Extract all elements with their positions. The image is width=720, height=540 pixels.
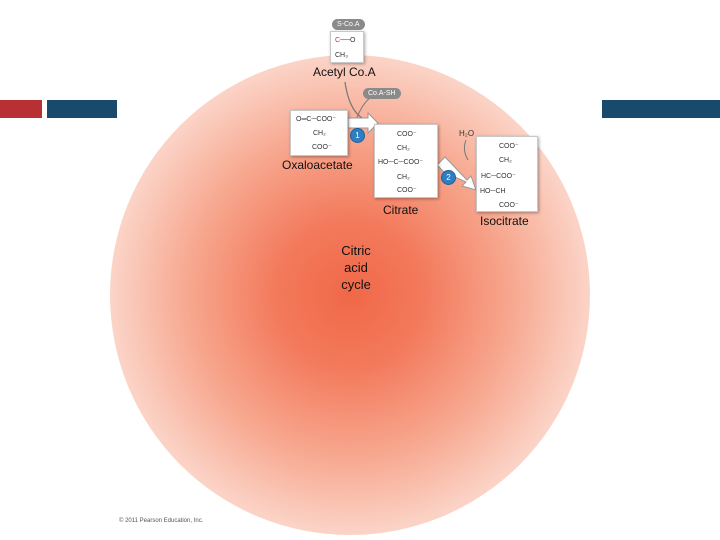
citric-acid-cycle-label: Citric acid cycle — [330, 242, 382, 293]
citrate-row1: COO⁻ — [397, 131, 417, 138]
oxaloacetate-label: Oxaloacetate — [282, 158, 353, 172]
header-bar-blue-right — [602, 100, 720, 118]
acetyl-coa-carbon: C — [335, 37, 341, 44]
isocitrate-row5: COO⁻ — [499, 202, 519, 209]
citrate-card: COO⁻ CH₂ HO─C─COO⁻ CH₂ COO⁻ — [374, 124, 438, 198]
acetyl-coa-label: Acetyl Co.A — [313, 65, 376, 79]
cycle-label-line3: cycle — [341, 277, 371, 292]
isocitrate-row4: HO─CH — [480, 188, 506, 195]
cycle-label-line2: acid — [344, 260, 368, 275]
acetyl-coa-scoa-pill: S-Co.A — [332, 19, 365, 30]
isocitrate-row2: CH₂ — [499, 157, 512, 164]
isocitrate-row1: COO⁻ — [499, 143, 519, 150]
citrate-row5: COO⁻ — [397, 187, 417, 194]
isocitrate-label: Isocitrate — [480, 214, 529, 228]
cycle-label-line1: Citric — [341, 243, 371, 258]
header-bar-blue-left — [47, 100, 117, 118]
acetyl-coa-methyl: CH₃ — [335, 52, 348, 59]
citrate-row4: CH₂ — [397, 174, 410, 181]
water-arrow — [463, 139, 469, 161]
citrate-label: Citrate — [383, 203, 419, 217]
copyright-notice: © 2011 Pearson Education, Inc. — [119, 518, 204, 524]
coa-sh-release-arrow — [355, 97, 371, 121]
isocitrate-row3: HC─COO⁻ — [481, 173, 516, 180]
acetyl-coa-card: C──O CH₃ — [330, 31, 364, 63]
water-label: H₂O — [459, 129, 475, 138]
citrate-row2: CH₂ — [397, 145, 410, 152]
oxaloacetate-row2: CH₂ — [313, 130, 326, 137]
citrate-row3: HO─C─COO⁻ — [378, 159, 424, 166]
step-1-badge: 1 — [350, 128, 365, 143]
header-bar-red — [0, 100, 42, 118]
oxaloacetate-row1: O═C─COO⁻ — [296, 116, 337, 123]
coa-sh-pill: Co.A-SH — [363, 88, 401, 99]
oxaloacetate-card: O═C─COO⁻ CH₂ COO⁻ — [290, 110, 348, 156]
acetyl-coa-oxygen: O — [349, 37, 356, 44]
step-2-badge: 2 — [441, 170, 456, 185]
isocitrate-card: COO⁻ CH₂ HC─COO⁻ HO─CH COO⁻ — [476, 136, 538, 212]
oxaloacetate-row3: COO⁻ — [312, 144, 332, 151]
